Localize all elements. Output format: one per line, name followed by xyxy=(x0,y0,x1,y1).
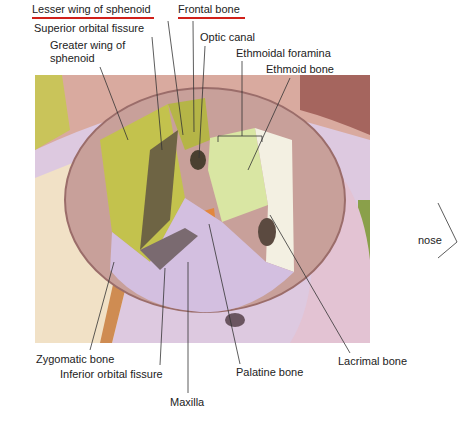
red-underline xyxy=(32,17,154,19)
part-label: Superior orbital fissure xyxy=(34,22,144,35)
part-label: Ethmoid bone xyxy=(266,63,334,76)
part-label: Optic canal xyxy=(200,31,255,44)
part-label: nose xyxy=(418,234,442,247)
part-label: Lesser wing of sphenoid xyxy=(32,3,151,16)
part-label: Lacrimal bone xyxy=(338,355,407,368)
part-label: Ethmoidal foramina xyxy=(236,47,331,60)
part-label: Zygomatic bone xyxy=(36,353,114,366)
red-underline xyxy=(178,17,245,19)
part-label: Frontal bone xyxy=(178,3,240,16)
part-label: Maxilla xyxy=(170,396,204,409)
part-label: Inferior orbital fissure xyxy=(60,368,163,381)
part-label: Palatine bone xyxy=(236,366,303,379)
leader-lines xyxy=(90,21,457,393)
part-label: Greater wing of sphenoid xyxy=(50,39,132,65)
